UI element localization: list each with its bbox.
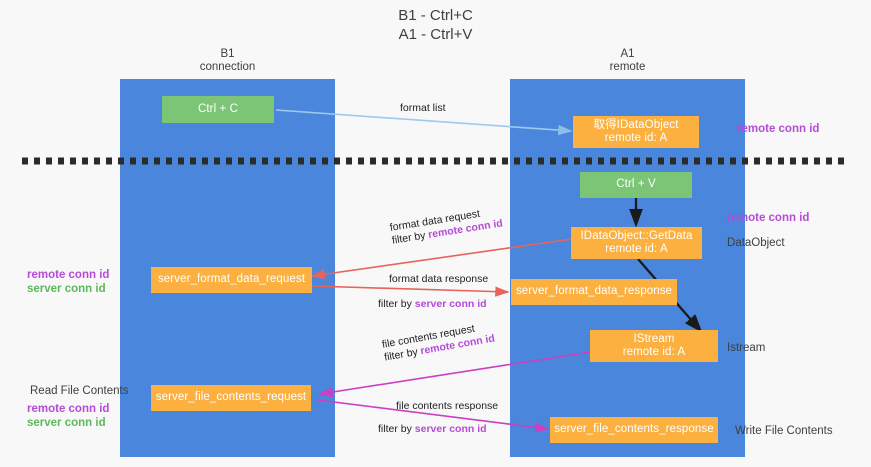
edge-label-file-contents-response-filter: filter by server conn id	[378, 423, 487, 435]
annotation-left-read-file-contents: Read File Contents	[30, 385, 129, 397]
box-server-format-data-request-label: server_format_data_request	[157, 273, 306, 286]
box-idataobject-getdata[interactable]: IDataObject::GetData remote id: A	[571, 227, 702, 259]
column-b1-role: connection	[199, 61, 256, 73]
annotation-left-conn-ids-bottom: remote conn id server conn id	[27, 402, 109, 430]
annotation-right-dataobject: DataObject	[727, 237, 785, 249]
box-server-file-contents-response[interactable]: server_file_contents_response	[550, 417, 718, 443]
box-server-format-data-request[interactable]: server_format_data_request	[151, 267, 312, 293]
edge-label-file-contents-response: file contents response	[396, 400, 499, 412]
column-header-a1: A1 remote	[510, 48, 745, 74]
edge-label-format-list: format list	[400, 102, 446, 115]
box-server-file-contents-response-label: server_file_contents_response	[554, 423, 714, 436]
column-a1-role: remote	[609, 61, 646, 73]
annotation-left-server-conn-id-bottom: server conn id	[27, 417, 106, 429]
box-istream-line1: IStream	[633, 332, 675, 345]
box-ctrl-c[interactable]: Ctrl + C	[162, 96, 274, 123]
edge-label-format-data-request: format data request filter by remote con…	[389, 204, 504, 247]
annotation-right-istream: Istream	[727, 342, 766, 354]
column-header-b1: B1 connection	[120, 48, 335, 74]
title-line-2: A1 - Ctrl+V	[398, 26, 473, 43]
box-idataobject-top-line2: remote id: A	[604, 132, 668, 144]
box-istream[interactable]: IStream remote id: A	[590, 330, 718, 362]
key-server-conn-id-2: server conn id	[414, 423, 487, 435]
box-ctrl-c-label: Ctrl + C	[197, 102, 239, 115]
box-server-format-data-response-label: server_format_data_response	[515, 285, 673, 298]
edge-label-format-data-response-filter: filter by server conn id	[378, 298, 487, 310]
annotation-left-server-conn-id-mid: server conn id	[27, 283, 106, 295]
box-idataobject-top-line1: 取得IDataObject	[593, 118, 679, 131]
edge-label-format-data-response: format data response	[389, 273, 488, 286]
box-server-file-contents-request-label: server_file_contents_request	[155, 391, 307, 404]
title-line-1: B1 - Ctrl+C	[398, 7, 473, 24]
edge-label-format-data-response-line1: format data response	[389, 273, 489, 285]
box-ctrl-v[interactable]: Ctrl + V	[580, 172, 692, 198]
box-server-file-contents-request[interactable]: server_file_contents_request	[151, 385, 311, 411]
box-istream-line2: remote id: A	[622, 346, 686, 358]
annotation-right-remote-conn-id-mid: remote conn id	[727, 212, 810, 224]
annotation-left-remote-conn-id-bottom: remote conn id	[27, 403, 110, 415]
annotation-right-write-file-contents: Write File Contents	[735, 425, 833, 437]
box-ctrl-v-label: Ctrl + V	[616, 178, 656, 191]
key-server-conn-id: server conn id	[414, 298, 487, 310]
column-a1-name: A1	[620, 48, 635, 60]
box-idataobject-top[interactable]: 取得IDataObject remote id: A	[573, 116, 699, 148]
box-getdata-line1: IDataObject::GetData	[580, 229, 693, 242]
column-b1-name: B1	[220, 48, 235, 60]
page-title: B1 - Ctrl+C A1 - Ctrl+V	[0, 6, 871, 44]
edge-label-format-list-text: format list	[400, 102, 446, 114]
box-server-format-data-response[interactable]: server_format_data_response	[511, 279, 677, 305]
annotation-left-remote-conn-id-mid: remote conn id	[27, 269, 110, 281]
annotation-right-remote-conn-id-top: remote conn id	[737, 123, 820, 135]
edge-label-file-contents-request: file contents request filter by remote c…	[381, 320, 496, 365]
annotation-left-conn-ids-mid: remote conn id server conn id	[27, 268, 109, 296]
edge-format-data-response	[311, 285, 510, 297]
box-getdata-line2: remote id: A	[605, 243, 668, 255]
